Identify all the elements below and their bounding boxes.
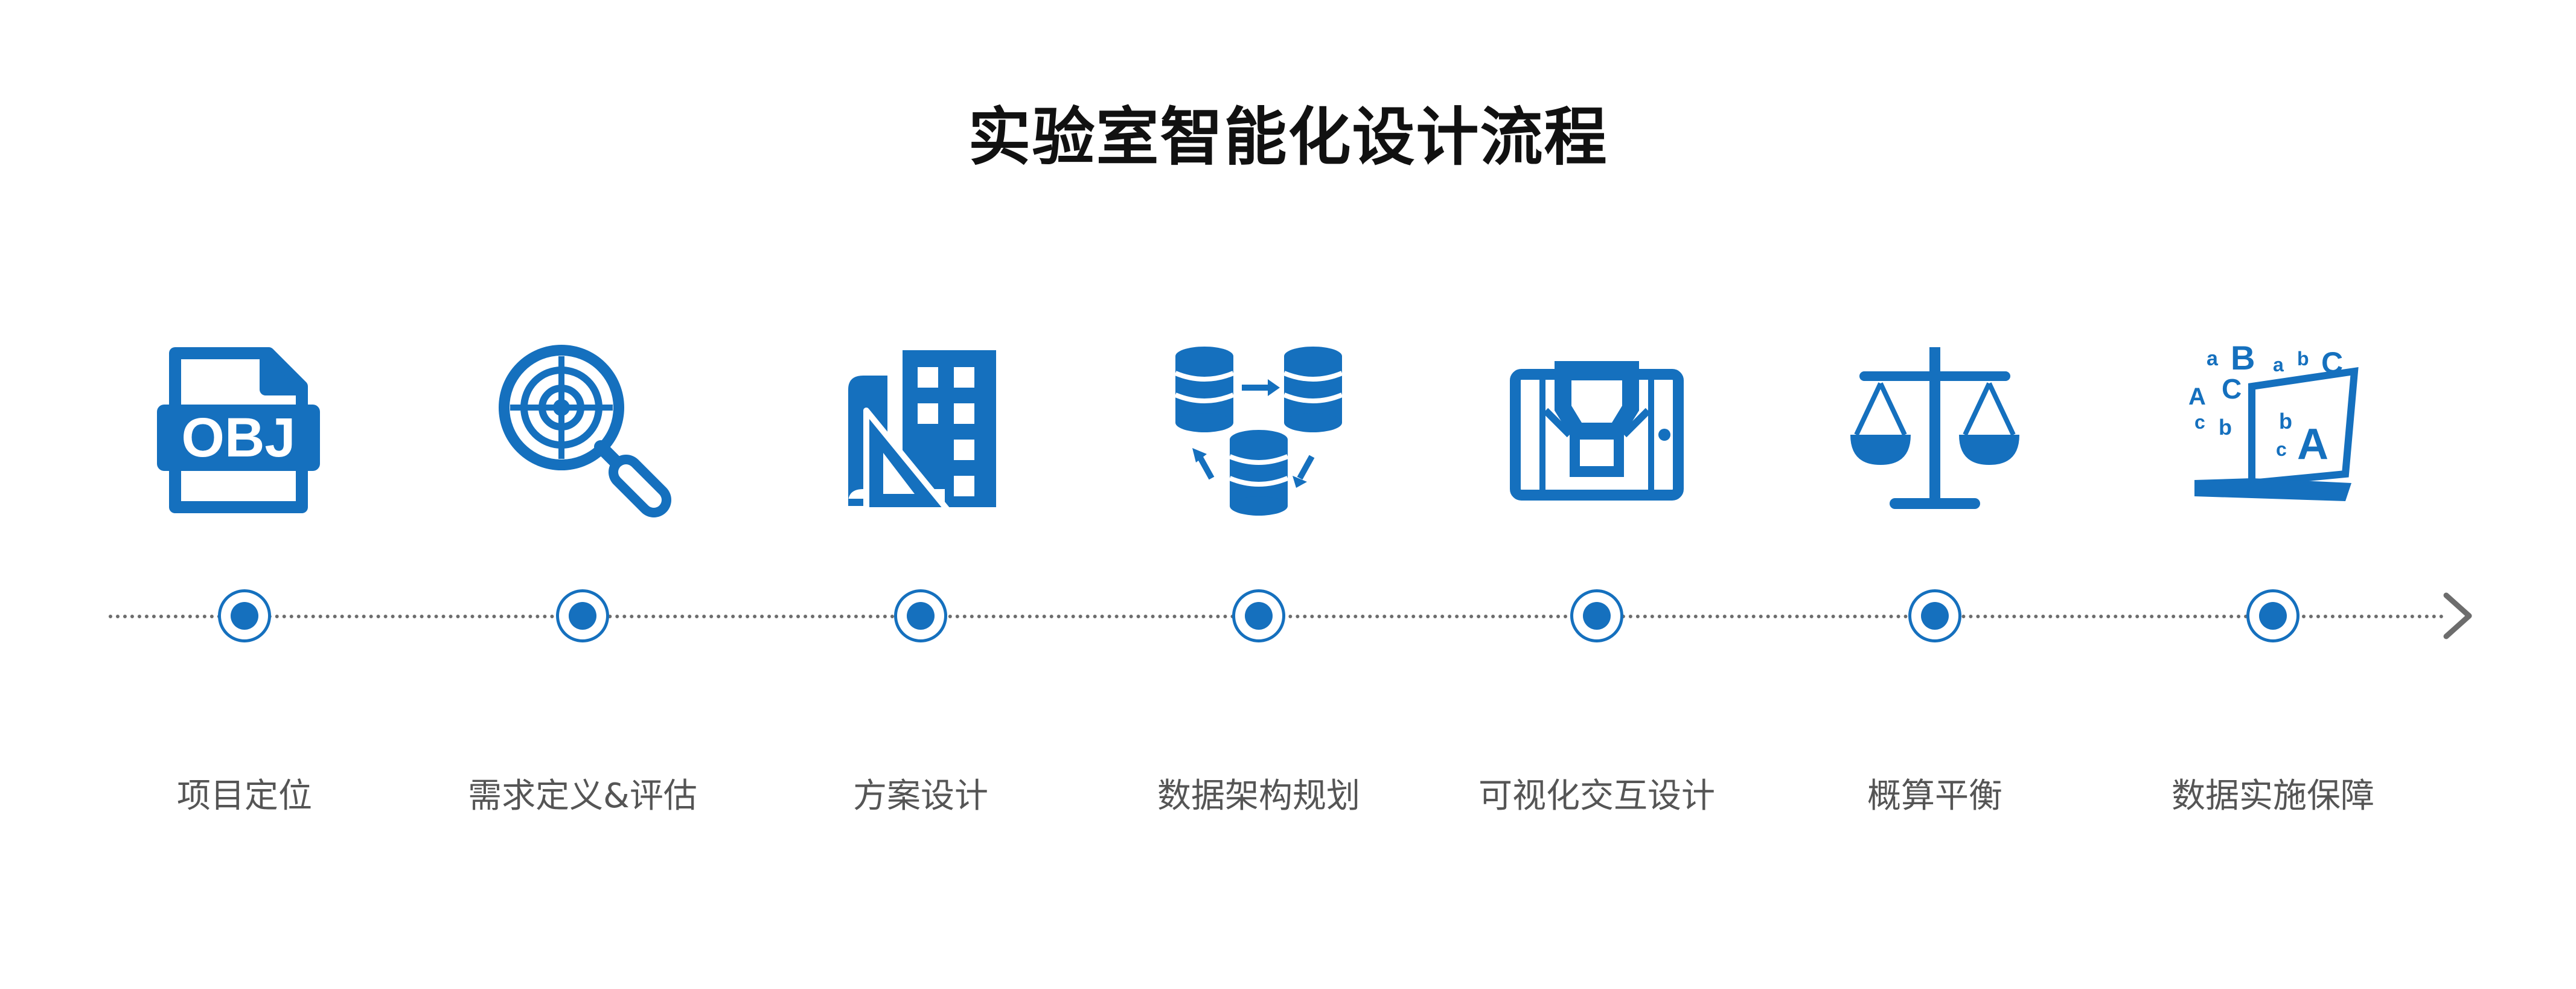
svg-text:C: C (2222, 373, 2242, 405)
laptop-letters-icon: a B a b C A C b A c b c (2182, 338, 2363, 519)
arrow-right-icon (2443, 592, 2472, 639)
svg-text:b: b (2297, 348, 2309, 370)
svg-text:a: a (2273, 354, 2284, 376)
obj-file-icon: OBJ (154, 338, 335, 519)
svg-text:b: b (2219, 415, 2232, 440)
step-visual-interaction: 可视化交互设计 (1428, 338, 1766, 845)
step-label: 数据实施保障 (2172, 776, 2374, 816)
svg-text:c: c (2194, 411, 2205, 433)
blueprint-building-icon (830, 338, 1011, 519)
target-magnifier-icon (492, 338, 673, 519)
step-project-positioning: OBJ 项目定位 (75, 338, 414, 845)
svg-text:c: c (2276, 438, 2287, 460)
step-data-implementation: a B a b C A C b A c b c 数据实施保障 (2104, 338, 2442, 845)
step-data-architecture: 数据架构规划 (1090, 338, 1428, 845)
svg-text:A: A (2188, 383, 2206, 410)
svg-text:B: B (2231, 339, 2255, 377)
timeline-node (1908, 589, 1961, 642)
svg-text:A: A (2297, 420, 2328, 469)
step-budget-balance: 概算平衡 (1766, 338, 2104, 845)
timeline-node (2246, 589, 2300, 642)
timeline-node (218, 589, 271, 642)
timeline-node (1232, 589, 1285, 642)
svg-text:b: b (2279, 409, 2292, 434)
step-label: 项目定位 (177, 776, 312, 816)
step-scheme-design: 方案设计 (752, 338, 1090, 845)
database-flow-icon (1168, 338, 1349, 519)
svg-text:a: a (2207, 347, 2219, 370)
balance-scale-icon (1844, 338, 2025, 519)
step-label: 方案设计 (853, 776, 988, 816)
page-title: 实验室智能化设计流程 (968, 100, 1608, 174)
step-label: 数据架构规划 (1157, 776, 1360, 816)
svg-text:C: C (2321, 346, 2343, 380)
step-label: 概算平衡 (1867, 776, 2002, 816)
svg-text:OBJ: OBJ (181, 407, 295, 469)
step-label: 需求定义&评估 (468, 776, 697, 816)
timeline-node (894, 589, 947, 642)
step-label: 可视化交互设计 (1478, 776, 1715, 816)
tablet-display-icon (1506, 338, 1687, 519)
timeline-node (556, 589, 609, 642)
timeline-node (1570, 589, 1623, 642)
step-requirement-definition: 需求定义&评估 (414, 338, 752, 845)
